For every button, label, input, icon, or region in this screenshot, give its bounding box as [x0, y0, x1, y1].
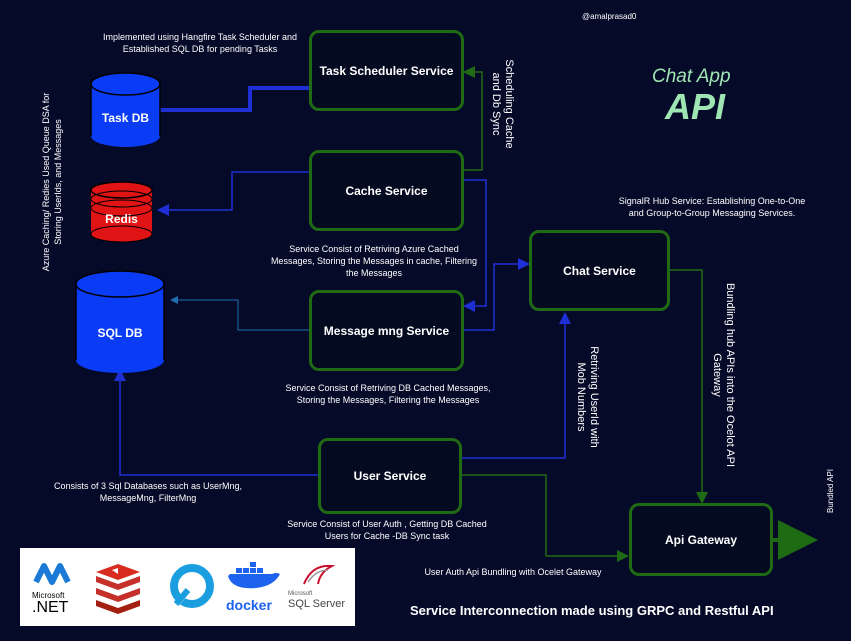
sqlserver-text: SQL Server	[288, 598, 346, 610]
note-user-service: Service Consist of User Auth , Getting D…	[287, 519, 487, 541]
sql-db-cylinder	[75, 270, 165, 373]
cache-service[interactable]: Cache Service	[309, 150, 464, 231]
dotnet-infinity-icon	[33, 563, 71, 585]
title-chat-app: Chat App	[652, 66, 731, 87]
note-cache-service: Service Consist of Retriving Azure Cache…	[270, 244, 478, 278]
vnote-bundling-hub: Bundling hub APIs into the Ocelot API Ga…	[711, 282, 736, 468]
title-api: API	[665, 86, 726, 127]
wire-user-gateway	[462, 474, 629, 562]
sqlserver-icon	[303, 564, 336, 585]
task-db-label: Task DB	[101, 111, 150, 125]
docker-text: docker	[226, 597, 272, 613]
vnote-bundled-api: Bundled API	[826, 468, 835, 513]
dotnet-microsoft-text: Microsoft	[32, 591, 65, 600]
ocelot-ring-icon	[170, 564, 214, 608]
wire-cache-message	[462, 179, 487, 312]
wire-message-chat	[462, 258, 530, 331]
user-service[interactable]: User Service	[318, 438, 462, 514]
vnote-scheduling: Scheduling Cache and Db Sync	[490, 59, 515, 149]
wire-chat-gateway	[670, 269, 708, 504]
redis-stack-icon	[96, 564, 140, 614]
docker-whale-icon	[228, 562, 280, 589]
api-gateway[interactable]: Api Gateway	[629, 503, 773, 576]
wire-user-chat	[462, 312, 571, 459]
redis-cylinder	[90, 181, 153, 243]
docker-logo: docker	[226, 562, 286, 616]
sqlserver-logo: Microsoft SQL Server	[288, 562, 352, 618]
watermark: @amalprasad0	[582, 12, 637, 21]
footer-caption: Service Interconnection made using GRPC …	[410, 603, 774, 618]
note-hangfire: Implemented using Hangfire Task Schedule…	[103, 32, 297, 54]
redis-label: Redis	[105, 212, 138, 226]
note-signalr: SignalR Hub Service: Establishing One-to…	[618, 196, 806, 218]
redis-logo	[92, 560, 144, 614]
task-db-cylinder	[90, 72, 161, 147]
task-scheduler-service[interactable]: Task Scheduler Service	[309, 30, 464, 111]
wire-taskdb-scheduler	[160, 86, 310, 112]
ocelot-logo	[168, 562, 216, 610]
message-mng-service[interactable]: Message mng Service	[309, 290, 464, 371]
wire-cache-scheduler	[462, 66, 483, 171]
wire-user-sqldb	[114, 369, 318, 476]
vnote-retriving-userid: Retriving UserId with Mob Numbers	[575, 346, 600, 448]
note-sql-dbs: Consists of 3 Sql Databases such as User…	[53, 481, 243, 503]
chat-service[interactable]: Chat Service	[529, 230, 670, 311]
note-message-service: Service Consist of Retriving DB Cached M…	[285, 383, 491, 405]
dotnet-logo: Microsoft .NET	[32, 562, 80, 616]
dotnet-text: .NET	[32, 599, 69, 616]
sqlserver-microsoft-text: Microsoft	[288, 591, 313, 597]
wire-cache-redis	[157, 171, 310, 216]
wire-message-sqldb	[170, 296, 310, 331]
note-user-auth-bundling: User Auth Api Bundling with Ocelet Gatew…	[424, 567, 602, 577]
logo-panel: Microsoft .NET docker	[20, 548, 355, 626]
sql-db-label: SQL DB	[97, 326, 143, 340]
vnote-azure-caching: Azure Caching/ Redies Used Queue DSA for…	[41, 92, 63, 272]
